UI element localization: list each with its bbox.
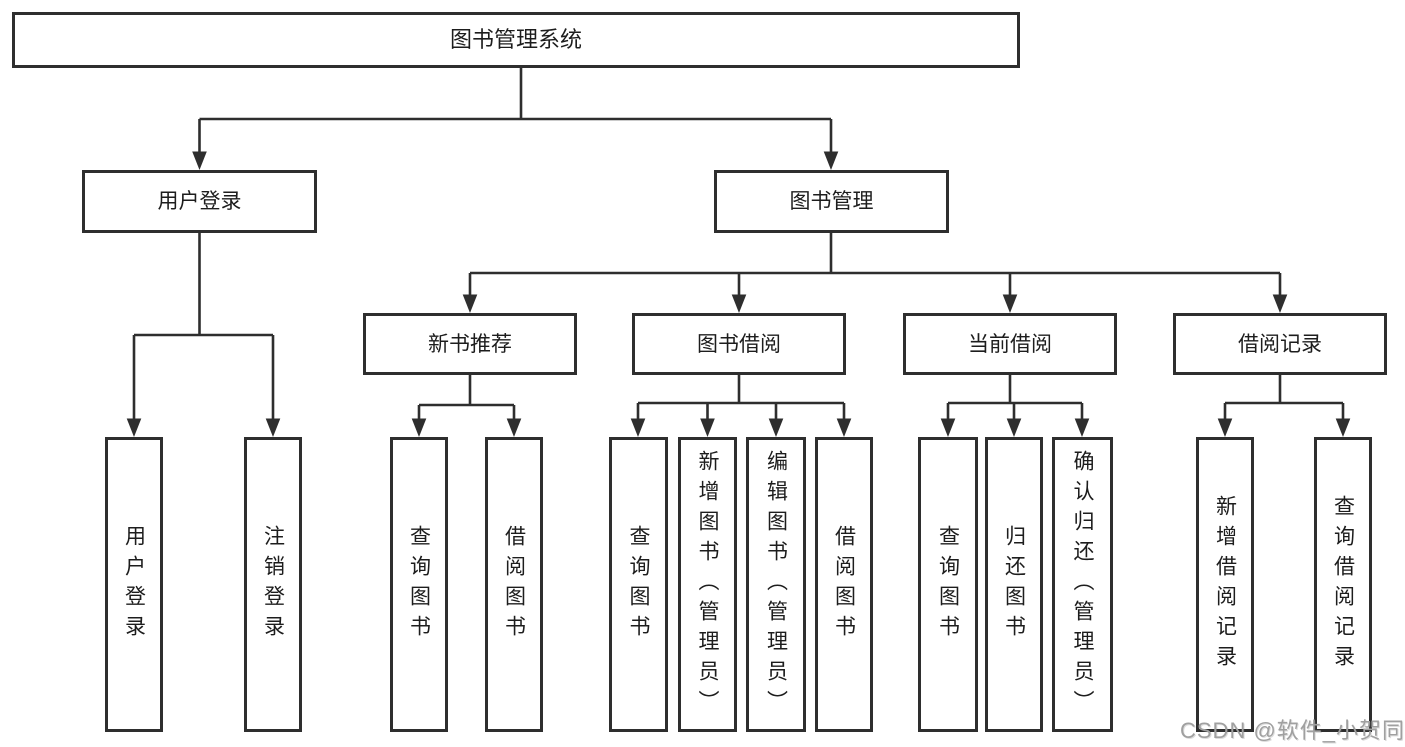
node-book-management-label: 图书管理 [789,190,874,213]
node-user-login-label: 用户登录 [157,190,242,213]
node-current-borrow-label: 当前借阅 [968,332,1052,356]
leaf-query-books-recommend-label: 查询图书 [407,524,431,645]
watermark-text: CSDN @软件_小贺同学 [1180,718,1405,743]
leaf-add-borrow-record-label: 新增借阅记录 [1213,494,1237,675]
leaf-confirm-return-admin: 确认归还（管理员） [1052,437,1113,732]
leaf-borrow-books-2-label: 借阅图书 [832,524,856,645]
leaf-user-login: 用户登录 [105,437,163,732]
leaf-query-borrow-record-label: 查询借阅记录 [1331,494,1355,675]
arrowheads [126,151,1351,437]
node-new-book-recommend: 新书推荐 [363,313,577,375]
node-borrow-records-label: 借阅记录 [1238,332,1322,356]
node-book-management: 图书管理 [714,170,949,233]
node-book-borrow: 图书借阅 [632,313,846,375]
node-root: 图书管理系统 [12,12,1020,68]
leaf-borrow-books-recommend: 借阅图书 [485,437,543,732]
leaf-confirm-return-admin-label: 确认归还（管理员） [1071,449,1094,720]
node-current-borrow: 当前借阅 [903,313,1117,375]
node-user-login: 用户登录 [82,170,317,233]
leaf-query-books-borrow-label: 查询图书 [627,524,650,645]
leaf-return-book: 归还图书 [985,437,1043,732]
leaf-query-books-current-label: 查询图书 [936,524,960,645]
leaf-logout-label: 注销登录 [261,524,285,645]
leaf-query-books-recommend: 查询图书 [390,437,448,732]
leaf-logout: 注销登录 [244,437,302,732]
leaf-add-book-admin-label: 新增图书（管理员） [696,449,719,720]
node-borrow-records: 借阅记录 [1173,313,1387,375]
leaf-add-book-admin: 新增图书（管理员） [678,437,737,732]
leaf-add-borrow-record: 新增借阅记录 [1196,437,1254,732]
node-root-label: 图书管理系统 [449,27,582,52]
leaf-query-borrow-record: 查询借阅记录 [1314,437,1372,732]
leaf-borrow-books-recommend-label: 借阅图书 [502,524,526,645]
node-book-borrow-label: 图书借阅 [697,332,781,356]
leaf-edit-book-admin: 编辑图书（管理员） [746,437,806,732]
leaf-query-books-borrow: 查询图书 [609,437,668,732]
leaf-return-book-label: 归还图书 [1002,524,1026,645]
leaf-query-books-current: 查询图书 [918,437,978,732]
node-new-book-recommend-label: 新书推荐 [428,332,512,356]
leaf-edit-book-admin-label: 编辑图书（管理员） [764,449,788,720]
leaf-borrow-books-2: 借阅图书 [815,437,873,732]
leaf-user-login-label: 用户登录 [122,524,146,645]
